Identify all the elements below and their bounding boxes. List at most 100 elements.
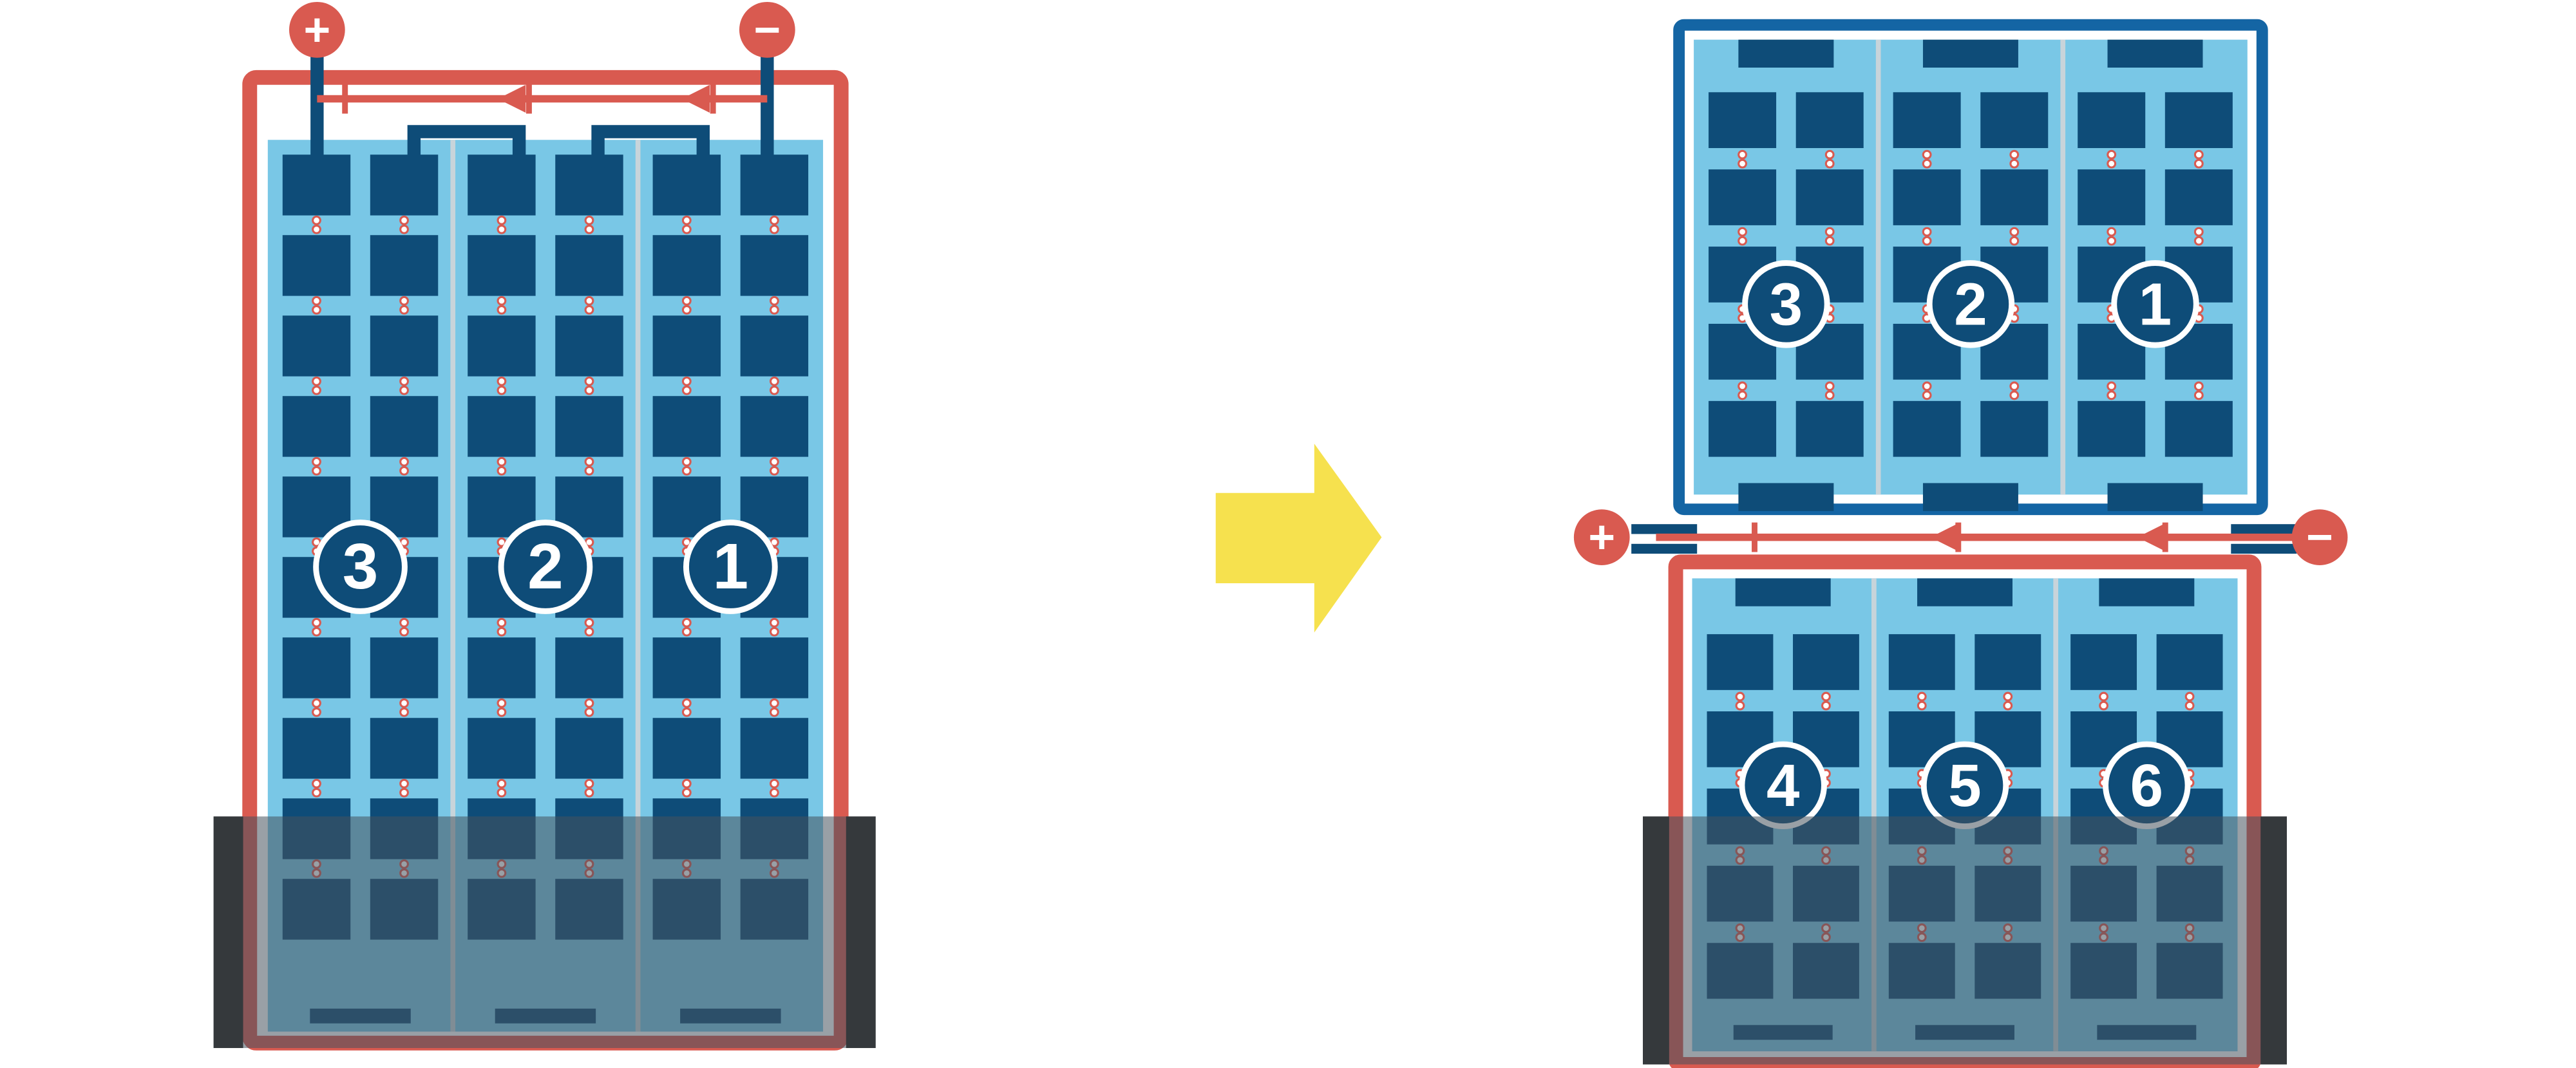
busbar-dot — [399, 456, 409, 467]
top-tab-interconnect — [1917, 578, 2012, 606]
solar-cell — [2164, 169, 2233, 225]
busbar-dot — [399, 295, 409, 306]
busbar-dot — [399, 698, 409, 708]
busbar-dot — [769, 617, 779, 628]
busbar-dot — [2193, 381, 2204, 391]
solar-cell — [282, 718, 351, 779]
busbar-dot — [399, 626, 409, 637]
busbar-dot — [312, 778, 321, 789]
solar-cell — [2070, 634, 2137, 690]
solar-cell — [652, 155, 721, 216]
busbar-dot — [681, 778, 692, 789]
busbar-dot — [681, 787, 692, 798]
left-positive-terminal-sign: + — [303, 4, 330, 55]
busbar-dot — [681, 215, 692, 225]
busbar-dot — [769, 224, 779, 234]
solar-cell — [1888, 634, 1955, 690]
negative-lead — [2231, 543, 2297, 554]
solar-cell — [370, 315, 439, 377]
busbar-dot — [769, 215, 779, 225]
shade-edge-bar — [2260, 816, 2287, 1065]
right-top-group-0-badge — [1742, 260, 1830, 348]
busbar-dot — [2184, 700, 2195, 711]
busbar-dot — [681, 295, 692, 306]
solar-cell — [555, 718, 623, 779]
current-arrow — [681, 84, 710, 113]
solar-cell — [2164, 400, 2233, 457]
busbar-dot — [1821, 691, 1831, 702]
busbar-dot — [1738, 381, 1747, 391]
busbar-dot — [2107, 227, 2117, 237]
left-negative-terminal-sign: − — [753, 4, 781, 55]
shade-edge-bar — [846, 816, 876, 1048]
busbar-dot — [497, 707, 507, 717]
solar-cell — [1975, 634, 2041, 690]
right-top-group-0-label: 3 — [1770, 270, 1803, 337]
busbar-dot — [1738, 390, 1747, 400]
shade-edge-bar — [213, 816, 243, 1048]
left-group-2-badge — [683, 520, 778, 614]
busbar-dot — [584, 304, 594, 315]
busbar-dot — [2009, 158, 2020, 169]
busbar-dot — [681, 707, 692, 717]
busbar-dot — [2003, 691, 2013, 702]
right-top-group-2-badge — [2111, 260, 2199, 348]
busbar-dot — [497, 787, 507, 798]
busbar-dot — [399, 224, 409, 234]
busbar-dot — [2009, 381, 2020, 391]
busbar-dot — [584, 224, 594, 234]
busbar-dot — [2009, 227, 2020, 237]
busbar-dot — [584, 626, 594, 637]
busbar-dot — [497, 295, 507, 306]
busbar-dot — [312, 215, 321, 225]
busbar-dot — [769, 698, 779, 708]
current-arrow — [497, 84, 526, 113]
busbar-dot — [584, 707, 594, 717]
busbar-dot — [2009, 236, 2020, 246]
busbar-dot — [584, 787, 594, 798]
solar-cell — [468, 315, 536, 377]
solar-cell — [740, 637, 809, 698]
solar-cell — [282, 396, 351, 457]
busbar-dot — [681, 376, 692, 386]
top-interconnect — [591, 125, 710, 168]
busbar-dot — [769, 304, 779, 315]
solar-cell — [1893, 169, 1961, 225]
solar-cell — [740, 235, 809, 296]
solar-cell — [2078, 92, 2146, 149]
right-negative-terminal-sign: − — [2306, 512, 2333, 563]
top-tab-interconnect — [1922, 39, 2018, 68]
busbar-dot — [497, 456, 507, 467]
busbar-dot — [399, 215, 409, 225]
busbar-dot — [2193, 158, 2204, 169]
positive-lead — [1631, 524, 1698, 534]
busbar-dot — [2099, 700, 2108, 711]
solar-cell — [1709, 400, 1777, 457]
solar-cell — [370, 637, 439, 698]
right-shade — [1643, 816, 2287, 1065]
top-tab-interconnect — [2107, 39, 2203, 68]
busbar-dot — [399, 617, 409, 628]
left-negative-terminal-circle — [739, 1, 795, 58]
busbar-dot — [769, 626, 779, 637]
shading-overlay — [1643, 816, 2287, 1065]
busbar-dot — [584, 215, 594, 225]
solar-cell — [1980, 92, 2049, 149]
left-positive-terminal-circle — [289, 1, 345, 58]
busbar-dot — [1917, 700, 1927, 711]
solar-cell — [652, 718, 721, 779]
busbar-dot — [312, 295, 321, 306]
right-negative-terminal-circle — [2291, 509, 2348, 565]
busbar-dot — [1917, 691, 1927, 702]
left-group-1-label: 2 — [527, 531, 564, 603]
solar-cell — [1980, 169, 2049, 225]
busbar-dot — [1738, 227, 1747, 237]
busbar-dot — [1922, 381, 1932, 391]
busbar-dot — [312, 617, 321, 628]
busbar-dot — [1922, 236, 1932, 246]
busbar-dot — [399, 465, 409, 476]
busbar-dot — [681, 617, 692, 628]
busbar-dot — [584, 456, 594, 467]
